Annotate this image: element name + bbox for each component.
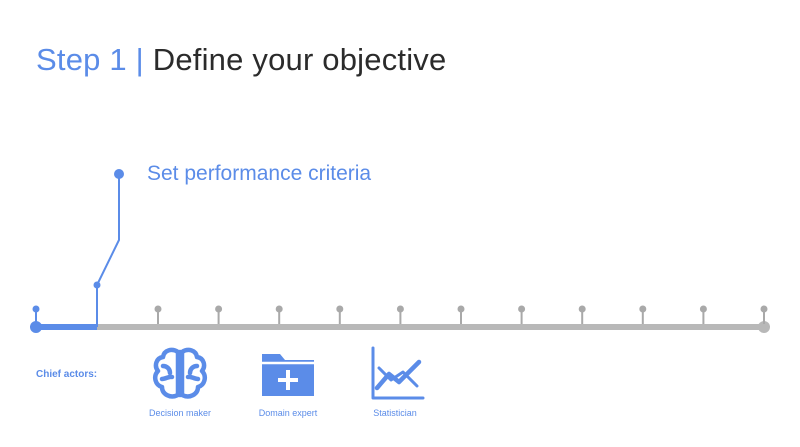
timeline-start-dot bbox=[30, 321, 42, 333]
timeline-tick-dot bbox=[215, 305, 223, 313]
title-separator: | bbox=[135, 42, 144, 77]
actor-decision-maker-label: Decision maker bbox=[148, 408, 212, 418]
actor-domain-expert: Domain expert bbox=[238, 344, 338, 418]
timeline-tick-dot bbox=[699, 305, 707, 313]
timeline-tick-dot bbox=[578, 305, 586, 313]
actor-domain-expert-label: Domain expert bbox=[258, 408, 318, 418]
timeline-tick-start-dot bbox=[32, 305, 40, 313]
milestone-connector bbox=[96, 174, 120, 327]
timeline-tick-dot bbox=[396, 305, 404, 313]
objective-label: Define your objective bbox=[152, 42, 447, 77]
timeline-tick-dot bbox=[275, 305, 283, 313]
timeline-ticks bbox=[154, 305, 768, 324]
milestone-mid-dot bbox=[93, 281, 101, 289]
step-label: Step 1 bbox=[36, 42, 127, 77]
timeline-tick-dot bbox=[154, 305, 162, 313]
page-title: Step 1 | Define your objective bbox=[36, 40, 446, 80]
actor-decision-maker: Decision maker bbox=[130, 344, 230, 418]
chief-actors-label: Chief actors: bbox=[36, 369, 98, 380]
folder-plus-icon bbox=[262, 354, 314, 396]
actor-statistician: Statistician bbox=[345, 344, 445, 418]
brain-icon bbox=[152, 347, 208, 399]
timeline-tick-dot bbox=[336, 305, 344, 313]
timeline-tick-dot bbox=[639, 305, 647, 313]
timeline-tick-dot bbox=[518, 305, 526, 313]
chart-trend-icon bbox=[371, 346, 425, 400]
timeline-tick-dot bbox=[760, 305, 768, 313]
timeline-end-dot bbox=[758, 321, 770, 333]
timeline-tick-dot bbox=[457, 305, 465, 313]
milestone-dot bbox=[114, 169, 124, 179]
milestone-label: Set performance criteria bbox=[147, 162, 372, 185]
actor-statistician-label: Statistician bbox=[373, 408, 417, 418]
